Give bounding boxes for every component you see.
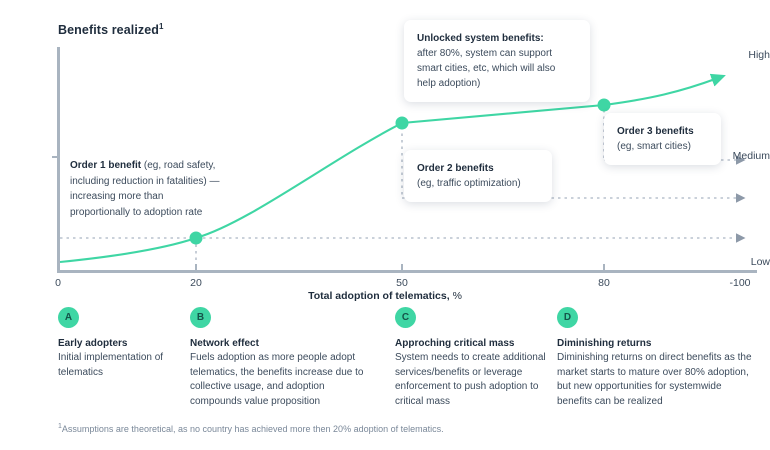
annotation-order1-text: (eg, road safety, including reduction in… (70, 160, 220, 218)
y-tick-medium: Medium (732, 150, 770, 162)
data-point-80[interactable] (597, 98, 611, 112)
x-tick-50: 50 (396, 277, 408, 289)
legend-title-a: Early adopters (58, 338, 128, 349)
callout-order2-title: Order 2 benefits (417, 163, 494, 174)
legend-item-c[interactable]: C Approching critical mass System needs … (395, 307, 560, 409)
x-tick-0: 0 (55, 277, 61, 289)
legend-badge-a: A (58, 307, 79, 328)
data-point-50[interactable] (395, 116, 409, 130)
x-tick-80: 80 (598, 277, 610, 289)
callout-order3-benefits[interactable]: Order 3 benefits (eg, smart cities) (604, 113, 721, 165)
benefits-curve (59, 73, 726, 264)
x-tick-100: -100 (729, 277, 751, 289)
callout-unlocked-system-benefits[interactable]: Unlocked system benefits: after 80%, sys… (404, 20, 590, 102)
page-title-text: Benefits realized (58, 23, 160, 38)
callout-unlocked-body: after 80%, system can support smart citi… (417, 48, 556, 89)
legend-badge-b: B (190, 307, 211, 328)
footnote-text: Assumptions are theoretical, as no count… (61, 424, 444, 434)
x-axis-title: Total adoption of telematics, % (0, 290, 770, 302)
callout-order2-body: (eg, traffic optimization) (417, 178, 521, 189)
x-tick-mark-80 (603, 264, 605, 271)
legend-title-d: Diminishing returns (557, 338, 652, 349)
legend-badge-c: C (395, 307, 416, 328)
legend-badge-d: D (557, 307, 578, 328)
y-tick-mark-medium (52, 156, 58, 158)
callout-order3-title: Order 3 benefits (617, 126, 694, 137)
legend-body-b: Fuels adoption as more people adopt tele… (190, 352, 364, 407)
y-tick-high: High (748, 49, 770, 61)
callout-order3-body: (eg, smart cities) (617, 141, 691, 152)
data-point-20[interactable] (189, 231, 203, 245)
x-tick-mark-20 (195, 264, 197, 271)
footnote-marker: 1 (58, 423, 62, 430)
legend-title-c: Approching critical mass (395, 338, 515, 349)
x-axis-title-bold: Total adoption of telematics, (308, 290, 450, 302)
legend-item-b[interactable]: B Network effect Fuels adoption as more … (190, 307, 370, 409)
legend-title-b: Network effect (190, 338, 259, 349)
legend-item-a[interactable]: A Early adopters Initial implementation … (58, 307, 198, 380)
y-tick-low: Low (750, 256, 770, 268)
y-axis-line (57, 47, 60, 270)
footnote: 1Assumptions are theoretical, as no coun… (58, 420, 748, 436)
callout-order2-benefits[interactable]: Order 2 benefits (eg, traffic optimizati… (404, 150, 552, 202)
legend-item-d[interactable]: D Diminishing returns Diminishing return… (557, 307, 752, 409)
page-title: Benefits realized1 (58, 22, 164, 37)
x-axis-line (57, 270, 757, 273)
callout-unlocked-title: Unlocked system benefits: (417, 33, 544, 44)
x-tick-20: 20 (190, 277, 202, 289)
annotation-order1-bold: Order 1 benefit (70, 160, 142, 171)
legend-body-d: Diminishing returns on direct benefits a… (557, 352, 752, 407)
legend-body-a: Initial implementation of telematics (58, 352, 164, 378)
legend-body-c: System needs to create additional servic… (395, 352, 546, 407)
x-axis-title-unit: % (449, 290, 462, 302)
annotation-order1: Order 1 benefit (eg, road safety, includ… (70, 158, 225, 220)
x-tick-mark-50 (401, 264, 403, 271)
page-title-superscript: 1 (159, 22, 164, 31)
